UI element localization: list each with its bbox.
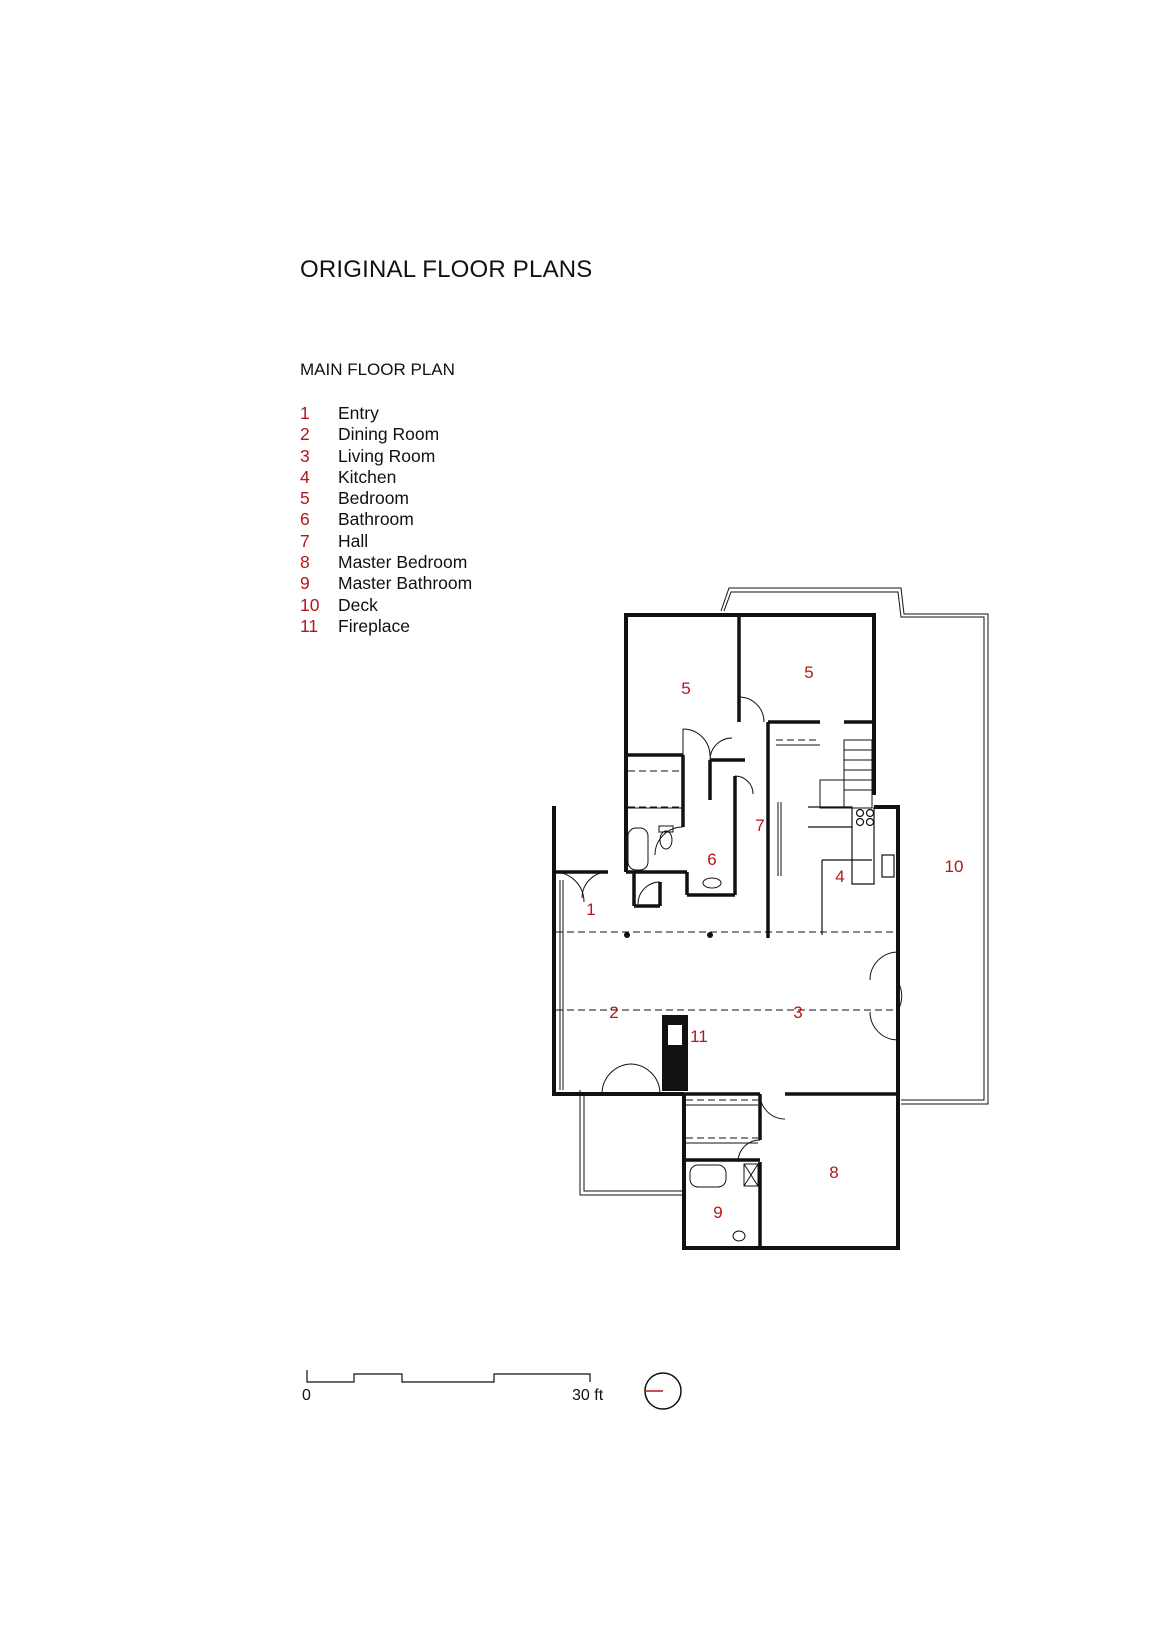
legend-item: 1 Entry — [300, 403, 472, 424]
patio-outline — [579, 1090, 684, 1196]
exterior-walls — [552, 613, 900, 1250]
legend-item: 2 Dining Room — [300, 424, 472, 445]
door-swings — [553, 696, 903, 1163]
legend-item: 11 Fireplace — [300, 616, 472, 637]
closet-dashes — [556, 739, 896, 1139]
room-label-living: 3 — [793, 1003, 802, 1022]
interior-walls — [554, 615, 898, 1248]
legend-num: 4 — [300, 466, 310, 487]
closet-solid — [628, 744, 820, 1144]
north-arrow-icon — [644, 1372, 682, 1410]
plumbing-fixtures — [627, 825, 759, 1242]
scale-end-label: 30 ft — [572, 1387, 604, 1404]
scale-start-label: 0 — [302, 1387, 311, 1404]
room-label-bathroom: 6 — [707, 850, 716, 869]
legend-item: 6 Bathroom — [300, 509, 472, 530]
columns — [624, 932, 713, 938]
room-label-entry: 1 — [586, 900, 595, 919]
fireplace-mass — [662, 1015, 688, 1091]
legend-label: Kitchen — [338, 466, 397, 487]
legend-num: 10 — [300, 594, 320, 615]
scale-bar — [306, 1370, 591, 1383]
legend-item: 8 Master Bedroom — [300, 552, 472, 573]
room-label-hall: 7 — [755, 816, 764, 835]
stair-steps — [819, 739, 873, 809]
room-label-dining: 2 — [609, 1003, 618, 1022]
legend-num: 8 — [300, 552, 310, 573]
room-labels: 5 5 7 6 4 10 1 2 3 11 8 9 — [586, 663, 963, 1222]
legend-num: 2 — [300, 424, 310, 445]
room-label-master-bathroom: 9 — [713, 1203, 722, 1222]
legend-label: Entry — [338, 403, 379, 423]
kitchen-counters — [808, 806, 895, 935]
room-label-fireplace: 11 — [690, 1027, 708, 1046]
legend-num: 9 — [300, 573, 310, 594]
legend-item: 3 Living Room — [300, 446, 472, 467]
legend-num: 1 — [300, 403, 310, 423]
room-label-bedroom: 5 — [804, 663, 813, 682]
legend-num: 3 — [300, 445, 310, 466]
legend-num: 5 — [300, 488, 310, 509]
room-label-deck: 10 — [945, 857, 964, 876]
plan-subtitle: MAIN FLOOR PLAN — [300, 360, 455, 379]
page-title: ORIGINAL FLOOR PLANS — [300, 256, 593, 283]
legend-label: Living Room — [338, 445, 436, 466]
legend-label: Dining Room — [338, 424, 440, 445]
legend-label: Hall — [338, 530, 369, 551]
room-label-kitchen: 4 — [835, 867, 844, 886]
legend-label: Bathroom — [338, 509, 414, 530]
room-label-bedroom: 5 — [681, 679, 690, 698]
legend-label: Fireplace — [338, 615, 410, 636]
legend-item: 7 Hall — [300, 531, 472, 552]
room-label-master-bedroom: 8 — [829, 1163, 838, 1182]
legend-item: 4 Kitchen — [300, 467, 472, 488]
legend-label: Master Bedroom — [338, 552, 468, 573]
legend-num: 11 — [300, 615, 319, 636]
legend-num: 6 — [300, 509, 310, 530]
legend-label: Bedroom — [338, 488, 410, 509]
legend-num: 7 — [300, 530, 310, 551]
legend-label: Master Bathroom — [338, 573, 473, 594]
room-legend: 1 Entry 2 Dining Room 3 Living Room 4 Kitche… — [300, 403, 472, 637]
legend-item: 9 Master Bathroom — [300, 573, 472, 594]
legend-item: 5 Bedroom — [300, 488, 472, 509]
deck-outline — [720, 587, 989, 1105]
legend-item: 10 Deck — [300, 595, 472, 616]
window-lines — [559, 802, 782, 1090]
legend-label: Deck — [338, 594, 378, 615]
